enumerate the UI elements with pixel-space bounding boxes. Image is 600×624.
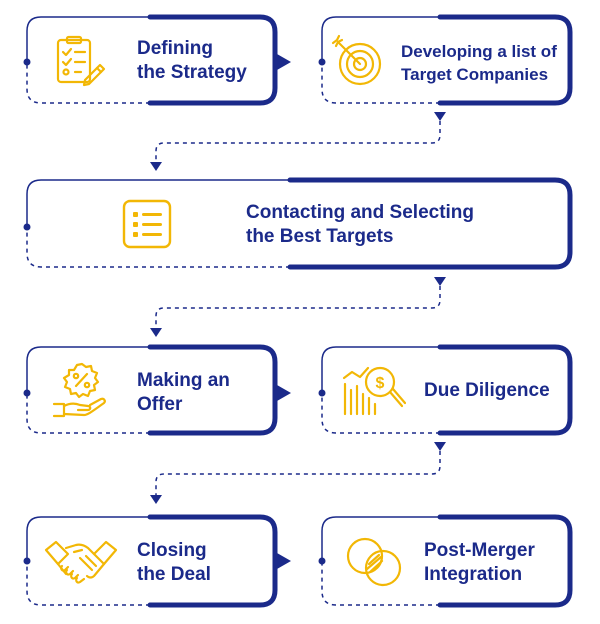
step-label-line: Due Diligence [424,380,550,401]
step-label-line: Defining [137,38,213,59]
arrow-right [277,385,291,401]
step-label-line: Offer [137,394,183,415]
step-label-line: Developing a list of [401,42,557,61]
step-label-line: the Deal [137,564,211,585]
frame-targets-list [318,14,573,106]
step-label-contacting: Contacting and Selecting the Best Target… [246,201,474,249]
step-label-integration: Post-Merger Integration [424,539,535,587]
chart-magnifier-dollar-icon: $ [342,366,406,416]
arrow-right [277,553,291,569]
frame-integration [318,514,573,608]
connector-row3-row4 [150,442,446,504]
connector-row2-row3 [150,277,446,337]
step-label-line: the Best Targets [246,226,394,247]
step-label-line: Target Companies [401,65,549,84]
target-dart-icon [331,34,382,86]
step-label-diligence: Due Diligence [424,379,550,403]
step-label-strategy: Defining the Strategy [137,37,247,85]
arrow-right [277,54,291,70]
list-icon [122,199,172,249]
checklist-pencil-icon [56,35,106,87]
step-label-line: Closing [137,540,207,561]
step-label-targets-list: Developing a list of Target Companies [401,40,557,86]
frame-diligence [318,344,573,436]
step-label-offer: Making an Offer [137,369,230,417]
percent-hand-icon [52,362,106,418]
connector-row1-row2 [150,112,446,171]
frame-closing [23,514,291,608]
step-label-closing: Closing the Deal [137,539,211,587]
step-label-line: Post-Merger [424,540,535,561]
handshake-icon [44,540,118,584]
step-label-line: the Strategy [137,62,247,83]
frame-offer [23,344,291,436]
step-label-line: Integration [424,564,523,585]
frame-contacting [23,177,573,270]
step-label-line: Making an [137,370,230,391]
overlapping-circles-icon [346,537,402,587]
frame-strategy [23,14,291,106]
step-label-line: Contacting and Selecting [246,202,475,223]
svg-text:$: $ [376,375,385,392]
